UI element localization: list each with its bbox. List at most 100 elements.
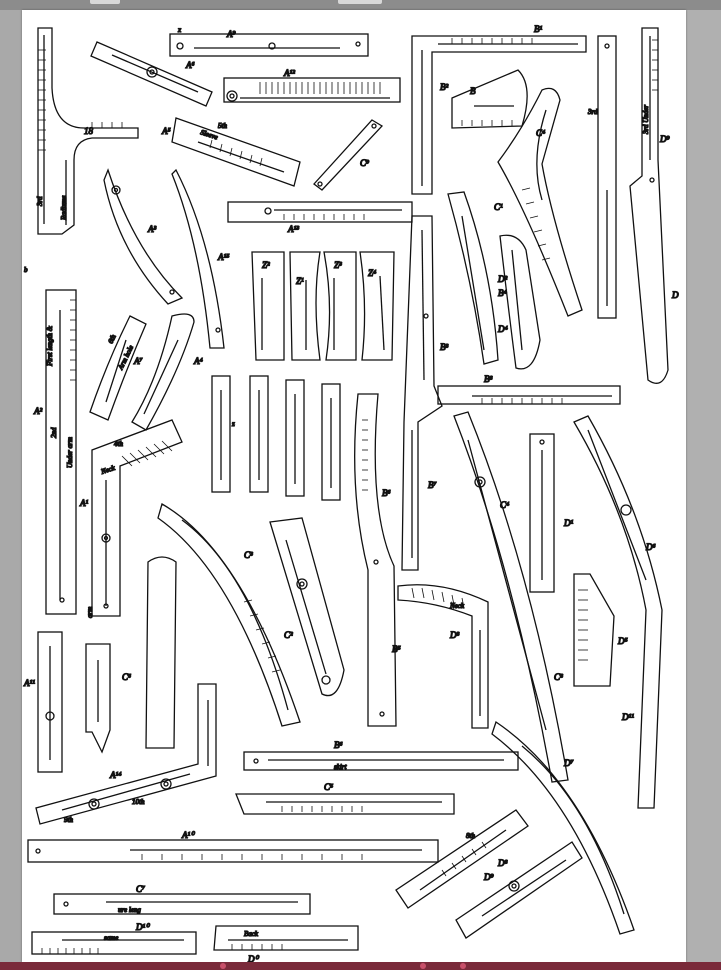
label-a14: A¹⁴ [109,770,121,780]
label-a7: A⁷ [133,356,143,366]
label-9th: 9th [64,816,73,824]
rule-c6 [145,556,177,749]
label-3rd: 3rd [36,196,44,207]
toolbar-tab[interactable] [338,0,382,4]
curve-a15 [171,168,225,349]
label-z1: Z¹ [296,276,304,286]
rule-d [629,27,669,384]
rule-a5-sleeve [171,117,301,187]
z-templates [251,251,395,361]
label-a4: A⁴ [193,356,203,366]
label-b3: B³ [440,342,448,352]
label-5th: 5th [218,122,227,130]
label-c4: C⁴ [500,500,509,510]
label-c2: C² [284,630,293,640]
label-a15: A¹⁵ [217,252,229,262]
label-d11: D¹¹ [621,712,634,722]
rule-c2 [269,517,345,697]
taskbar-icon[interactable] [220,963,226,969]
label-8th: 8th [466,832,475,840]
rule-a2 [45,289,77,615]
label-4th: 4th [114,440,123,448]
rule-b8 [437,385,621,405]
rule-a9 [169,33,369,57]
label-d10: D¹⁰ [135,922,150,932]
label-c4-top: C⁴ [536,128,545,138]
plate-c8 [573,573,615,687]
taskbar-icon[interactable] [420,963,426,969]
label-d9-bottom: D⁹ [483,872,494,882]
label-b7: B⁷ [428,480,437,490]
label-z2: Z² [262,260,270,270]
label-a6: A⁶ [185,60,195,70]
curve-c1 [497,87,583,317]
curve-d2 [499,234,541,370]
rule-a12 [223,77,401,103]
label-b6-curve: B⁶ [382,488,391,498]
label-d1: D¹ [563,518,573,528]
rule-d8 [395,809,529,909]
label-3rd-v: 3rd [587,108,598,116]
curve-c3 [157,503,301,727]
label-d2: D² [497,274,507,284]
curve-a7-armhole [89,315,147,421]
label-x: x [177,26,182,34]
label-d: D [671,290,679,300]
slot-plates [211,375,341,501]
label-10th: 10th [132,798,145,806]
label-c1: C¹ [494,202,503,212]
curve-a3 [103,168,184,305]
rule-d0-back [213,925,359,951]
toolbar-tab[interactable] [90,0,120,4]
rule-d3-neck [397,584,489,729]
curve-b5 [354,393,397,727]
label-b1: B¹ [534,24,542,34]
label-a11: A¹¹ [23,678,35,688]
label-18: 18 [84,126,94,136]
label-d0: D⁰ [247,954,259,962]
square-a14 [35,683,217,825]
label-a1: A¹ [79,498,88,508]
label-b2: B² [440,82,448,92]
rule-a8-neck [91,419,183,617]
label-sleeve: Sleeve [199,128,218,141]
patent-drawing: 18 Radiums 3rd b A⁶ A⁹ x [22,23,679,962]
label-z: z [231,420,235,428]
rule-b6-skirt [243,751,519,771]
taskbar-icon[interactable] [460,963,466,969]
viewer-top-strip [0,0,721,10]
curve-b4 [447,191,499,365]
label-neck-small: Neck [449,602,465,610]
label-d8: D⁸ [497,858,508,868]
curve-a4 [131,313,195,431]
rule-c7 [53,893,311,915]
label-a2: A² [33,406,42,416]
rule-d1 [529,433,555,593]
label-z3: Z³ [334,260,342,270]
label-back: Back [244,930,259,938]
label-d5: D⁵ [617,636,628,646]
label-c6: C⁶ [122,672,131,682]
square-b1-b2 [411,35,587,195]
rule-a13 [227,201,413,223]
rule-a10 [27,839,439,863]
label-a3: A³ [147,224,156,234]
label-z4: Z⁴ [368,268,376,278]
rule-a6 [90,41,213,107]
label-a12: A¹² [283,68,295,78]
label-a13: A¹³ [287,224,299,234]
label-d3: D³ [449,630,459,640]
label-same: same [104,934,118,942]
viewer-right-margin [686,10,721,962]
label-d9: D⁹ [659,134,670,144]
square-rule-18 [37,27,139,235]
curve-d7 [491,720,635,935]
rule-c9 [313,119,384,191]
rule-c5 [235,793,455,815]
label-b6: B⁶ [334,740,343,750]
label-d7: D⁷ [563,758,574,768]
label-radiums: Radiums [60,195,68,221]
document-page: 18 Radiums 3rd b A⁶ A⁹ x [22,10,686,962]
label-c7: C⁷ [136,884,145,894]
